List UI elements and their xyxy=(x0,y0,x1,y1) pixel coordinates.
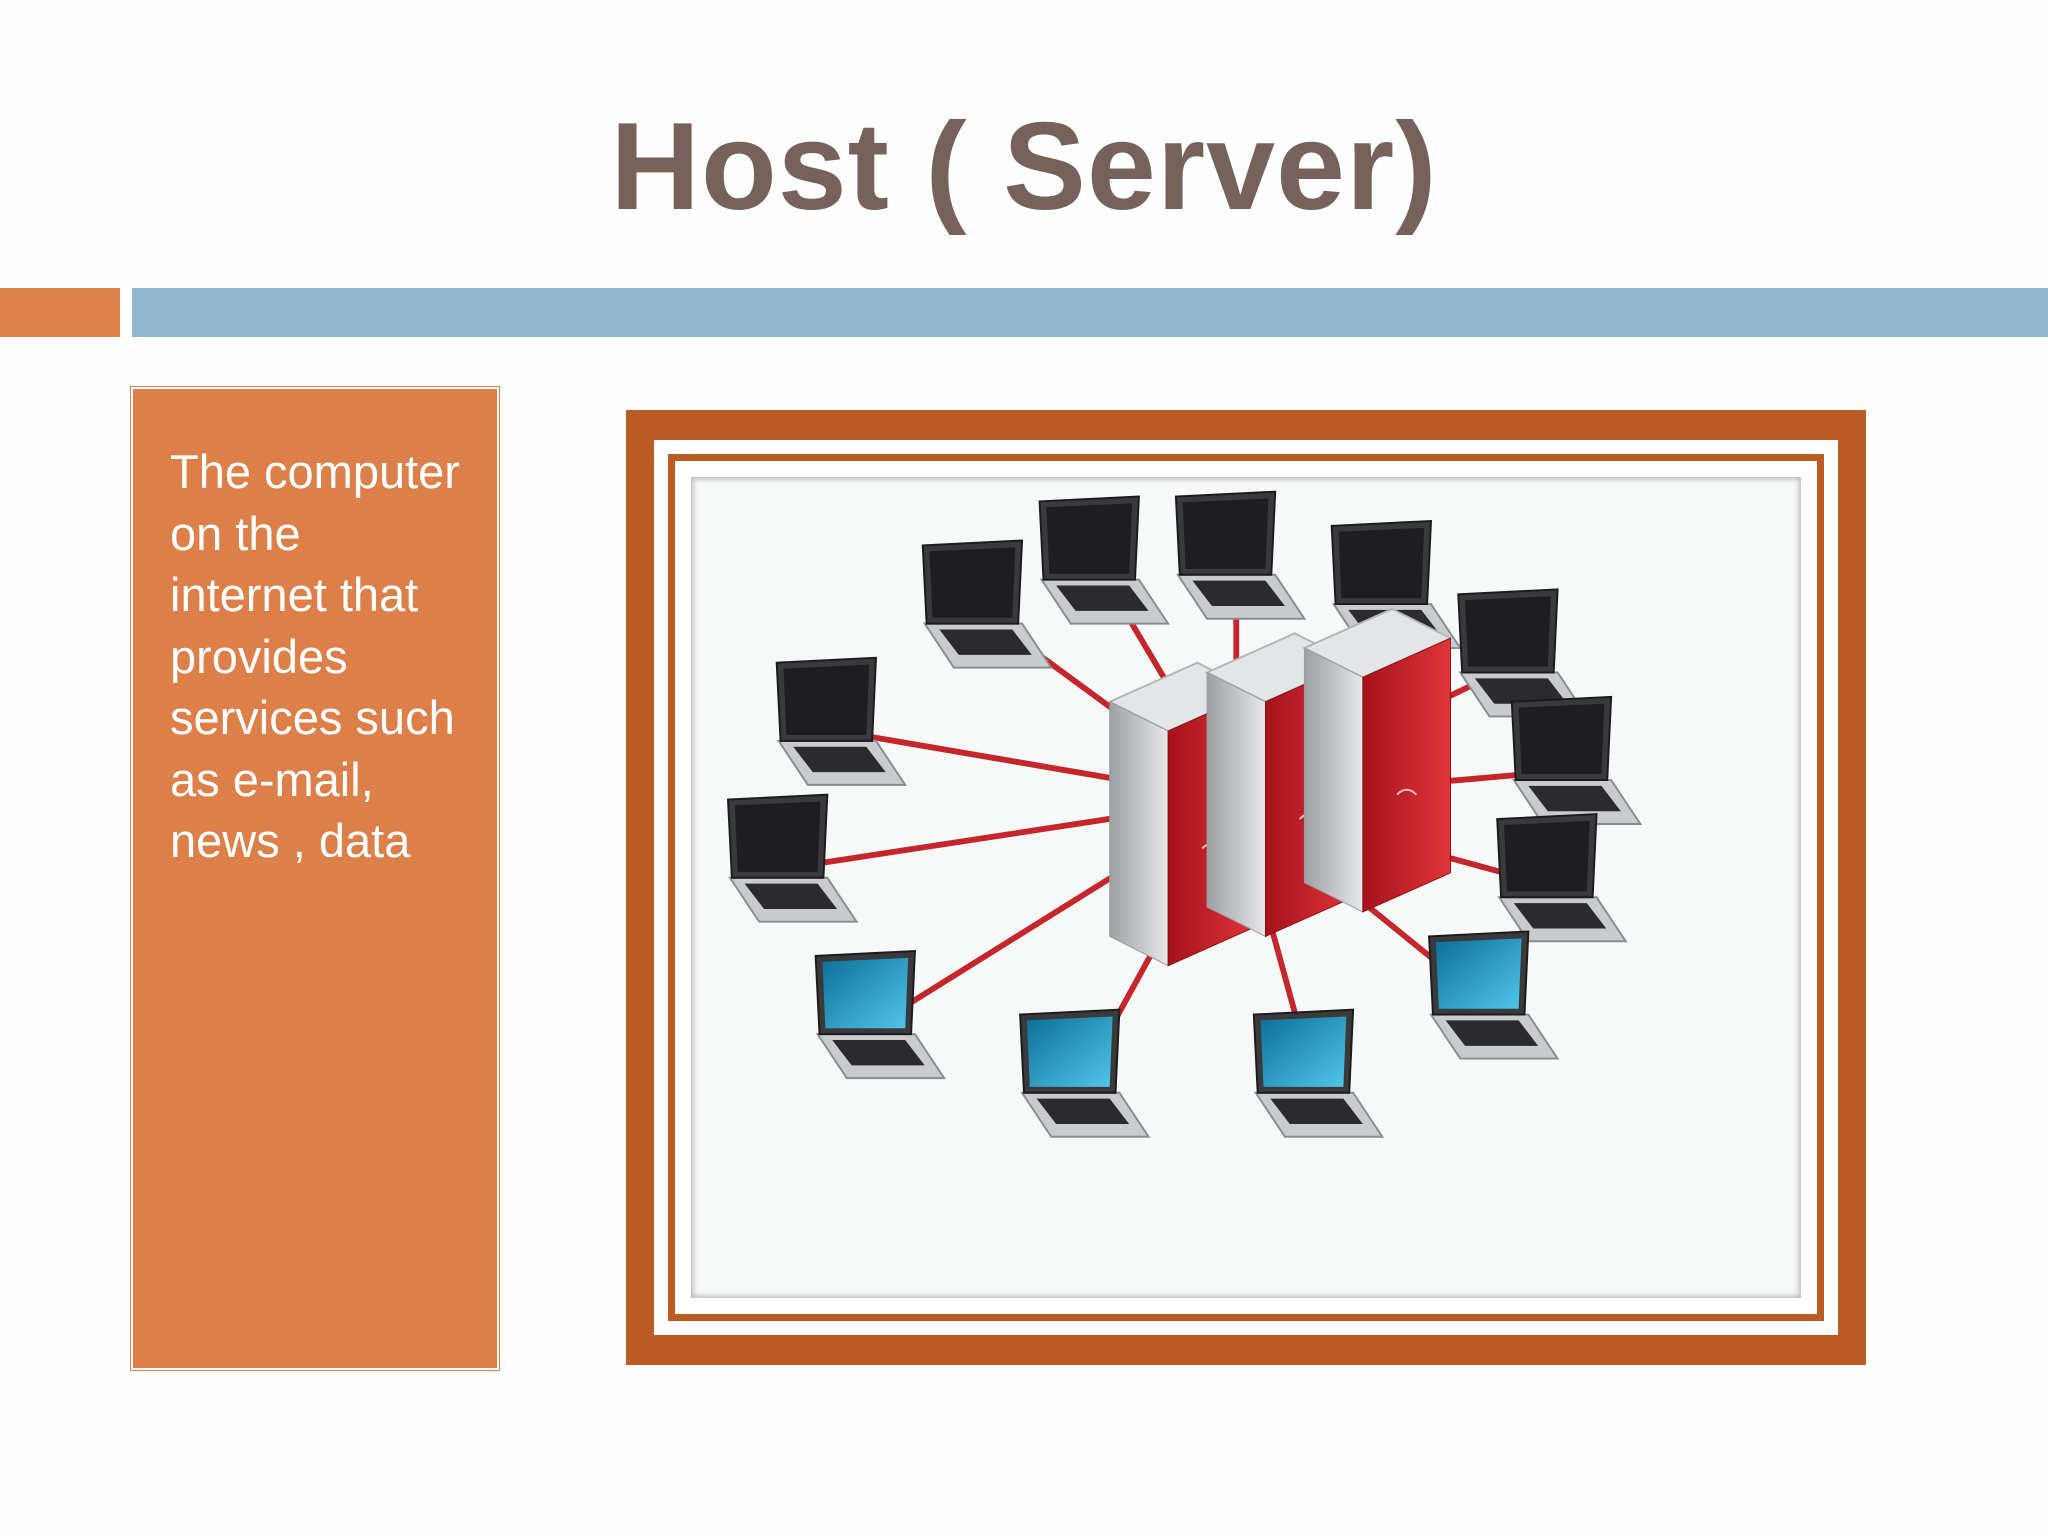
laptop-icon xyxy=(814,950,946,1080)
accent-bar-orange xyxy=(0,288,120,337)
laptop-icon xyxy=(1510,695,1643,825)
laptop-icon xyxy=(1174,490,1307,620)
laptop-icon xyxy=(1038,495,1170,625)
laptop-icon xyxy=(726,793,859,923)
network-diagram-image xyxy=(726,490,1643,1138)
laptop-icon xyxy=(921,539,1054,669)
laptop-icon xyxy=(1496,813,1628,943)
slide-title: Host ( Server) xyxy=(610,98,1438,236)
laptop-icon xyxy=(1428,930,1560,1060)
laptop-icon xyxy=(775,656,908,786)
body-text: The computer on the internet that provid… xyxy=(170,445,460,867)
accent-bar-blue xyxy=(132,288,2048,337)
laptop-icon xyxy=(1019,1008,1151,1138)
text-box: The computer on the internet that provid… xyxy=(130,386,500,1371)
servers xyxy=(1107,607,1453,967)
server-network-illustration xyxy=(691,477,1801,1298)
picture-frame xyxy=(626,410,1866,1365)
laptop-icon xyxy=(1252,1008,1385,1138)
server-tower-icon xyxy=(1302,607,1453,913)
laptop-icon xyxy=(1457,588,1589,718)
